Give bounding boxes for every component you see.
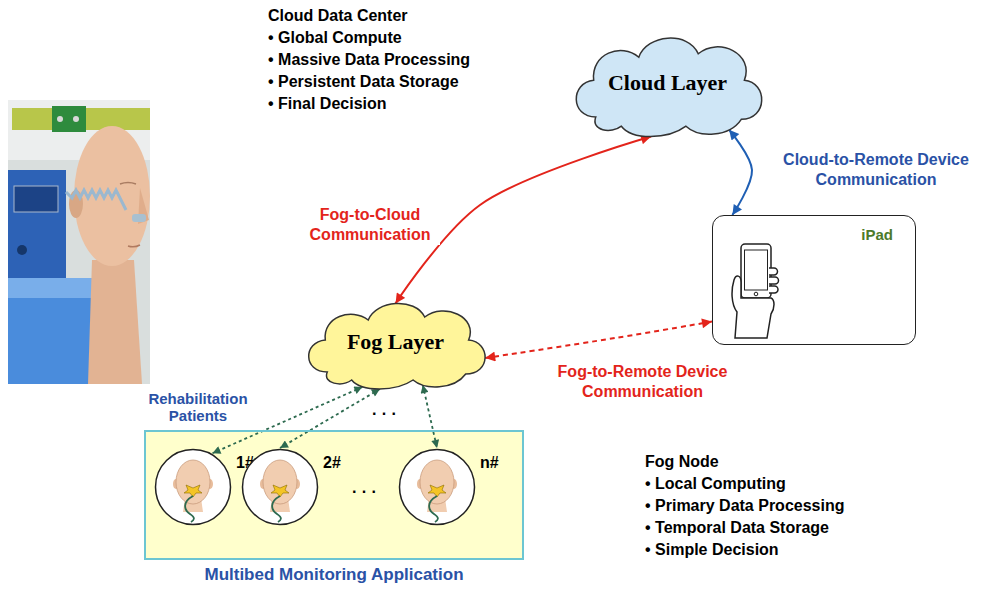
fog-bed-link	[280, 389, 380, 448]
section-heading: Fog Node	[645, 452, 719, 472]
mannequin-head	[69, 126, 150, 384]
coiled-tube	[132, 214, 146, 222]
hand-phone-icon	[732, 244, 778, 338]
link-label: Fog-to-Cloud Communication	[300, 205, 440, 245]
feature-item: • Simple Decision	[645, 540, 779, 560]
bed-circle	[156, 450, 231, 525]
photo-background	[8, 100, 150, 384]
device-photo	[8, 100, 150, 384]
cloud-layer: Cloud Layer	[565, 25, 770, 140]
cloud-outline	[309, 303, 485, 389]
ellipsis-mark: · · ·	[372, 404, 397, 424]
fog-bed-link	[423, 385, 437, 448]
fog-device-link	[485, 322, 712, 358]
circuit-strip	[52, 106, 86, 132]
mannequin-head	[120, 183, 136, 185]
band-title: Multibed Monitoring Application	[146, 565, 522, 585]
feature-item: • Primary Data Processing	[645, 496, 844, 516]
band-ground	[144, 430, 524, 560]
fog-layer: Fog Layer	[298, 292, 493, 392]
cloud-device-link	[729, 130, 752, 215]
circuit-strip	[73, 116, 79, 122]
patient-face	[260, 460, 300, 522]
bed-circle	[241, 448, 319, 526]
bed-circle	[243, 450, 318, 525]
device-name: iPad	[713, 226, 893, 243]
patient-bed: 2#	[241, 448, 319, 526]
bed-circle	[398, 448, 476, 526]
patient-bed: 1#	[154, 448, 232, 526]
coiled-tube	[66, 190, 126, 210]
cloud-outline	[576, 38, 761, 136]
mannequin-head	[88, 260, 142, 384]
patient-bed: n#	[398, 448, 476, 526]
connectors	[213, 130, 753, 454]
bed-circle	[154, 448, 232, 526]
layer-title: Fog Layer	[347, 329, 444, 355]
feature-item: • Local Computing	[645, 474, 786, 494]
feature-item: • Temporal Data Storage	[645, 518, 829, 538]
patient-face	[417, 460, 457, 522]
bed-number: 2#	[323, 454, 341, 472]
storage-container	[8, 278, 102, 384]
circuit-strip	[12, 106, 150, 132]
remote-device-box: iPad	[712, 215, 916, 345]
bed-circle	[400, 450, 475, 525]
monitoring-band: Multibed Monitoring Application1#2#n#	[144, 430, 524, 560]
monitor-box	[17, 245, 27, 255]
layer-title: Cloud Layer	[608, 70, 727, 96]
circuit-strip	[57, 116, 63, 122]
band-ground	[144, 430, 524, 560]
monitor-box	[14, 186, 58, 212]
link-label: Cloud-to-Remote Device Communication	[772, 150, 980, 190]
section-heading: Cloud Data Center	[268, 6, 408, 26]
feature-item: • Persistent Data Storage	[268, 72, 459, 92]
patient-face	[173, 460, 213, 522]
monitor-box	[8, 170, 66, 282]
storage-container	[8, 278, 102, 384]
photo-background	[8, 100, 150, 384]
feature-item: • Final Decision	[268, 94, 387, 114]
storage-container	[8, 278, 102, 298]
group-label: Rehabilitation Patients	[140, 390, 256, 424]
hand-phone-icon	[719, 238, 791, 340]
feature-item: • Global Compute	[268, 28, 402, 48]
mannequin-head	[128, 245, 140, 247]
link-label: Fog-to-Remote Device Communication	[540, 362, 745, 402]
feature-item: • Massive Data Processing	[268, 50, 470, 70]
monitor-box	[8, 170, 66, 282]
ellipsis-mark: · · ·	[352, 482, 377, 502]
bed-number: n#	[480, 454, 499, 472]
coiled-tube	[66, 190, 146, 222]
